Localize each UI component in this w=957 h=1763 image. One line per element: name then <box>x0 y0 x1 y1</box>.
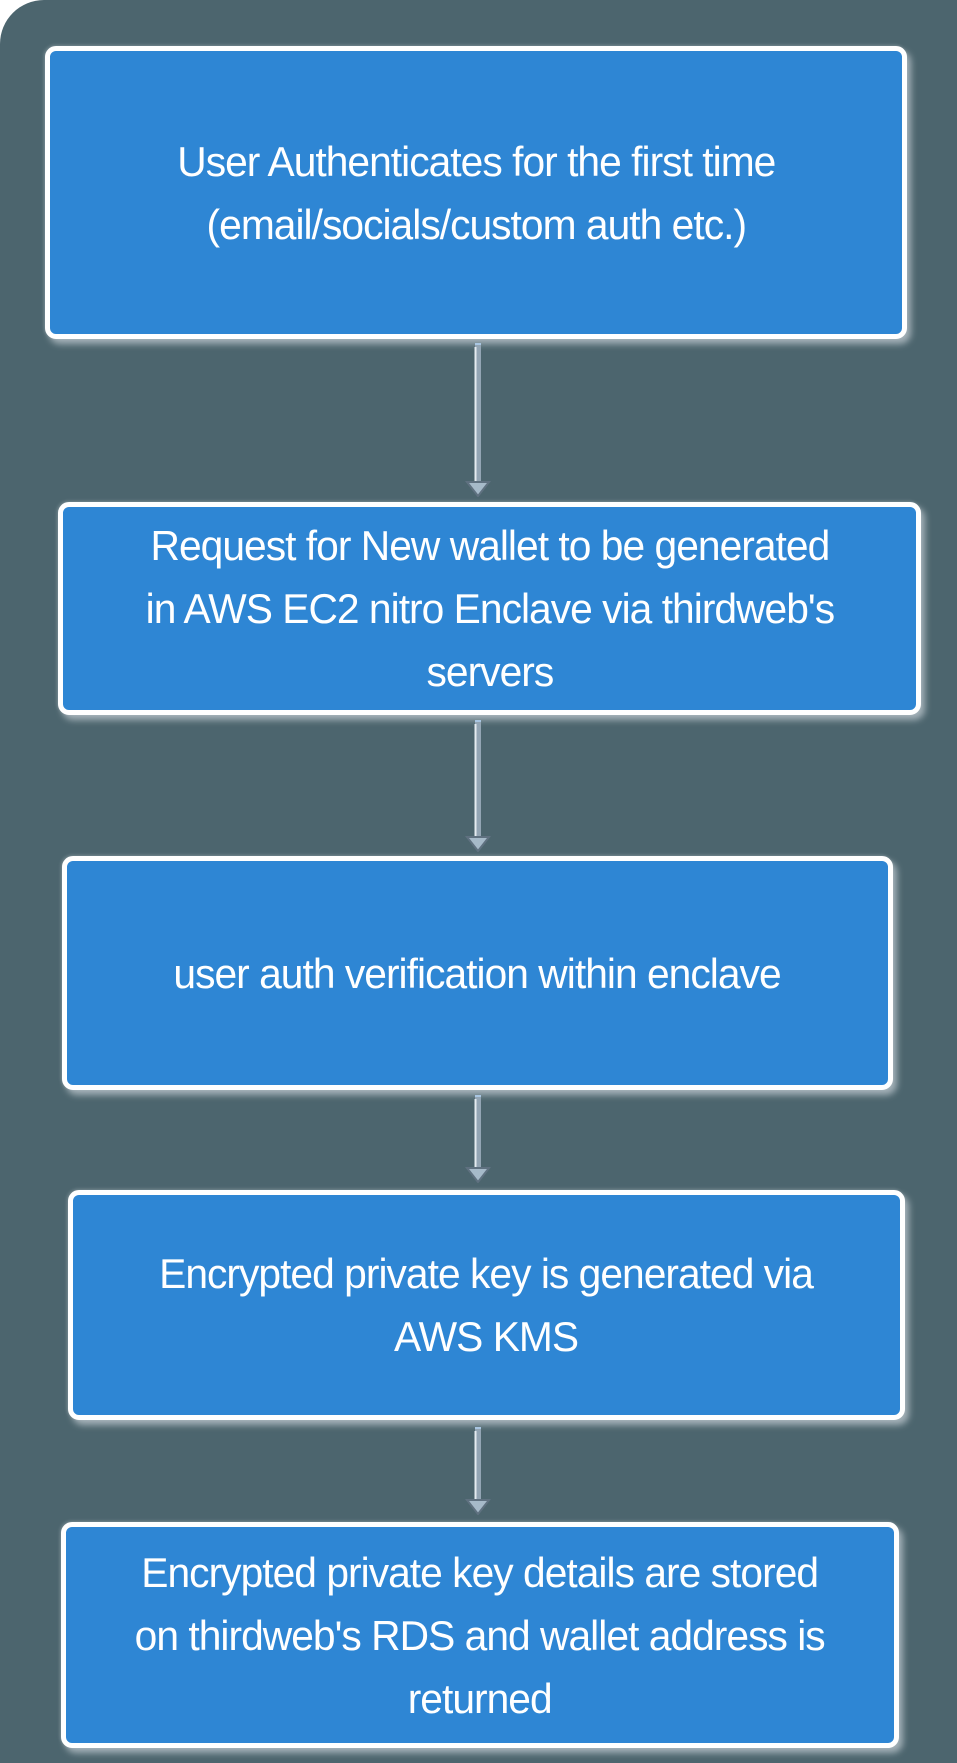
flow-node-label: Request for New wallet to be generated i… <box>145 522 834 695</box>
arrow-down-connector-2 <box>464 720 492 852</box>
arrow-down-connector-1 <box>464 343 492 497</box>
flow-node-auth-verification: user auth verification within enclave <box>62 856 893 1090</box>
flow-node-key-stored-rds: Encrypted private key details are stored… <box>61 1522 899 1748</box>
flow-node-label: User Authenticates for the first time (e… <box>176 137 776 248</box>
flow-node-key-generated-kms: Encrypted private key is generated via A… <box>68 1190 905 1420</box>
arrow-down-connector-3 <box>464 1095 492 1183</box>
flow-node-label: Encrypted private key details are stored… <box>134 1548 826 1722</box>
flow-node-label: Encrypted private key is generated via A… <box>159 1250 815 1360</box>
flow-node-label: user auth verification within enclave <box>173 949 782 997</box>
arrow-down-connector-4 <box>464 1427 492 1515</box>
flow-node-request-new-wallet: Request for New wallet to be generated i… <box>58 502 921 715</box>
flow-node-user-authenticates: User Authenticates for the first time (e… <box>45 46 907 339</box>
